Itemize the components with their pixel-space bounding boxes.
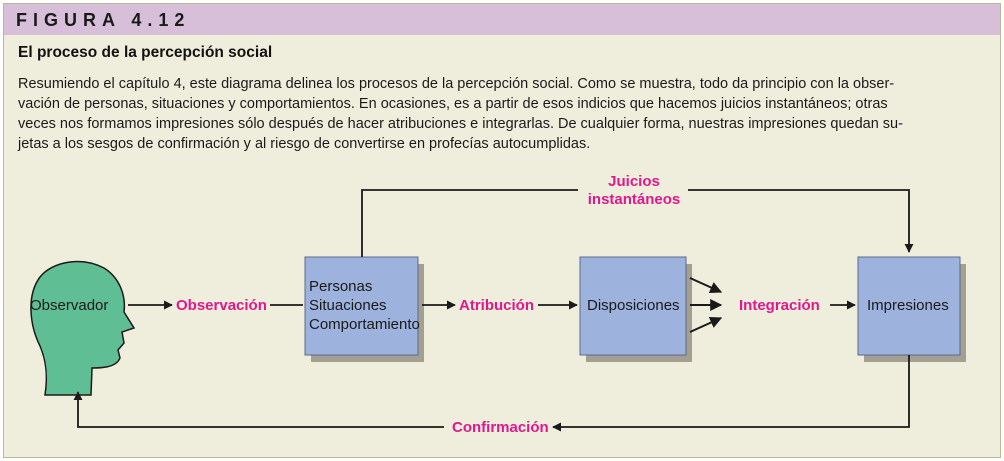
snap-judgments-path <box>361 189 578 257</box>
input-item-persons: Personas <box>309 278 372 295</box>
caption-line: veces nos formamos impresiones sólo desp… <box>18 116 903 132</box>
observation-label: Observación <box>176 297 267 314</box>
snap-judgments-path-2 <box>688 189 914 253</box>
attribution-label: Atribución <box>459 297 534 314</box>
figure-number: FIGURA 4.12 <box>16 10 191 30</box>
caption-line: Resumiendo el capítulo 4, este diagrama … <box>18 76 895 92</box>
snap-judgments-label: Juicios <box>608 173 660 190</box>
confirmation-path-2 <box>73 391 444 428</box>
figure-title: El proceso de la percepción social <box>18 44 273 61</box>
dispositions-label: Disposiciones <box>587 297 680 314</box>
caption-line: jetas a los sesgos de confirmación y al … <box>18 136 591 152</box>
integration-fan-arrow <box>689 316 723 333</box>
input-item-situations: Situaciones <box>309 297 387 314</box>
figure-panel: FIGURA 4.12 El proceso de la percepción … <box>3 3 1001 458</box>
figure-header-band: FIGURA 4.12 <box>4 4 1000 35</box>
caption-line: vación de personas, situaciones y compor… <box>18 96 888 112</box>
snap-judgments-label: instantáneos <box>588 191 681 208</box>
impressions-box <box>857 256 961 356</box>
impressions-label: Impresiones <box>867 297 949 314</box>
confirmation-label: Confirmación <box>452 419 549 436</box>
integration-fan-arrow <box>689 277 723 294</box>
input-item-behavior: Comportamiento <box>309 316 420 333</box>
observer-label: Observador <box>30 297 108 314</box>
figure-caption: Resumiendo el capítulo 4, este diagrama … <box>18 74 988 154</box>
dispositions-box <box>579 256 687 356</box>
integration-label: Integración <box>739 297 820 314</box>
observer-head-icon <box>30 260 136 396</box>
confirmation-path <box>552 355 910 432</box>
